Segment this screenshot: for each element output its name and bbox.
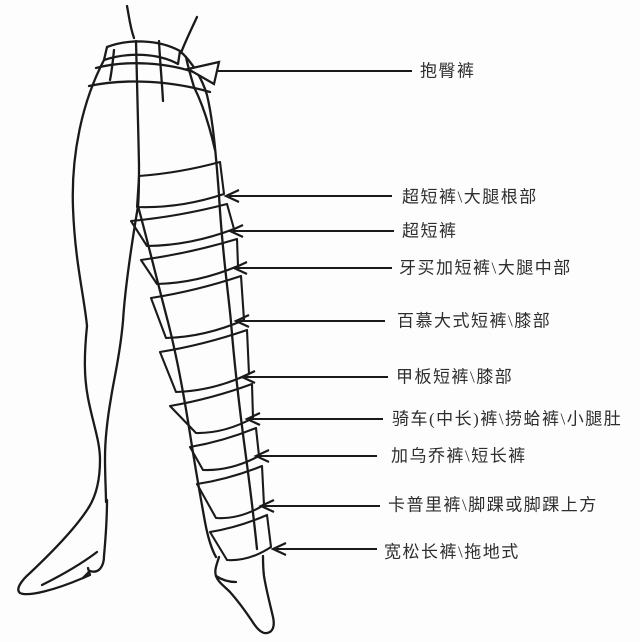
arrow-head-icon: [185, 60, 221, 86]
arrows-layer: [185, 60, 412, 556]
right-foot: [214, 554, 275, 635]
pant-panel-hem: [149, 274, 246, 340]
pant-panel-hem: [158, 328, 251, 394]
torso-line-right: [179, 15, 199, 55]
arrow-head-icon: [231, 261, 248, 275]
pant-panel-hem: [135, 160, 226, 209]
arrow-head-icon: [227, 224, 244, 238]
yoke-tick-right: [184, 55, 196, 89]
right-leg-inner-outline: [136, 204, 218, 559]
pant-panel-hem: [188, 426, 261, 472]
left-shoe-heel-notch: [81, 566, 92, 580]
left-leg-inner-outline: [103, 204, 140, 504]
torso-line-left: [125, 4, 136, 40]
side-seam: [157, 39, 165, 103]
left-shoe-vamp-line: [40, 550, 99, 587]
right-leg-outer-outline: [178, 49, 259, 551]
left-shoe: [17, 498, 109, 596]
arrow-head-icon: [223, 189, 240, 203]
hip-yoke-line-lower: [87, 80, 212, 94]
arrow-head-icon: [233, 314, 250, 328]
arrow-head-icon: [239, 370, 256, 384]
left-leg-outline: [71, 58, 106, 509]
waistband: [102, 40, 182, 66]
yoke-tick-left: [108, 48, 116, 82]
arrow-head-icon: [253, 449, 270, 463]
arrow-head-icon: [270, 542, 287, 556]
pant-panel-hem: [208, 513, 273, 562]
pant-panel-hem: [168, 382, 255, 435]
arrow-head-icon: [258, 499, 275, 513]
arrow-head-icon: [244, 412, 261, 426]
pant-panel-hem: [195, 464, 266, 520]
right-foot-instep-line: [214, 574, 238, 584]
